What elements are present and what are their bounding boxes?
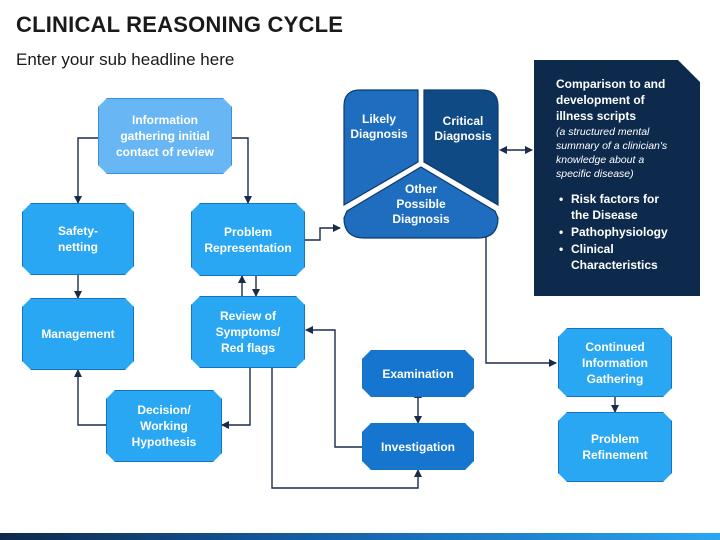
- other-possible-diagnosis-label: Other Possible Diagnosis: [392, 182, 450, 226]
- examination-node: Examination: [362, 350, 474, 397]
- review-of-symptoms-node: Review of Symptoms/ Red flags: [191, 296, 305, 368]
- illness-scripts-note: (a structured mental summary of a clinic…: [556, 126, 668, 180]
- page-subtitle: Enter your sub headline here: [16, 50, 235, 69]
- arrow-info-to-problem-rep: [232, 137, 252, 204]
- safety-netting-node: Safety- netting: [22, 203, 134, 275]
- arrow-review-to-decision: [221, 368, 251, 429]
- list-item: Clinical Characteristics: [556, 241, 690, 273]
- illness-scripts-panel: Comparison to and development of illness…: [534, 60, 700, 296]
- arrow-review-to-investigation: [271, 350, 422, 489]
- arrow-wheel-to-continued: [485, 236, 557, 367]
- arrow-problem-rep-to-wheel: [305, 224, 341, 241]
- continued-information-node: Continued Information Gathering: [558, 328, 672, 397]
- critical-diagnosis-label: Critical Diagnosis: [434, 114, 492, 143]
- bottom-accent-bar: [0, 533, 720, 540]
- list-item: Pathophysiology: [556, 224, 690, 240]
- arrow-info-to-safety: [74, 137, 98, 204]
- wheel-segment-other: [343, 166, 499, 239]
- diagnosis-wheel: [343, 89, 499, 239]
- illness-scripts-list: Risk factors for the Disease Pathophysio…: [556, 191, 690, 273]
- likely-diagnosis-label: Likely Diagnosis: [350, 112, 408, 141]
- illness-scripts-heading: Comparison to and development of illness…: [556, 77, 666, 123]
- management-node: Management: [22, 298, 134, 370]
- problem-refinement-node: Problem Refinement: [558, 412, 672, 482]
- decision-working-hypothesis-node: Decision/ Working Hypothesis: [106, 390, 222, 462]
- investigation-node: Investigation: [362, 423, 474, 470]
- information-gathering-node: Information gathering initial contact of…: [98, 98, 232, 174]
- list-item: Risk factors for the Disease: [556, 191, 690, 223]
- page-title: CLINICAL REASONING CYCLE: [16, 12, 344, 37]
- arrow-investigation-to-review: [305, 326, 362, 448]
- problem-representation-node: Problem Representation: [191, 203, 305, 276]
- arrow-decision-to-management: [74, 369, 106, 426]
- wheel-segment-likely: [343, 89, 419, 207]
- wheel-segment-critical: [423, 89, 499, 207]
